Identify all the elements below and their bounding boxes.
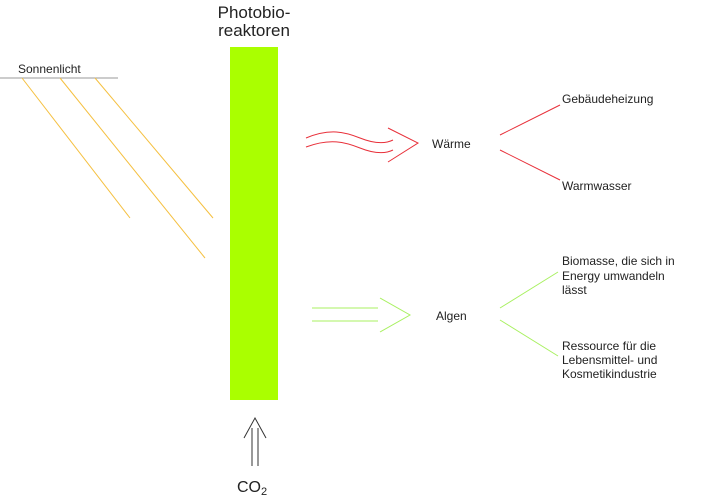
algae-output-resource-1: Ressource für die (562, 339, 656, 353)
reactor-title-1: Photobio- (218, 3, 291, 22)
algae-output-biomass-3: lässt (562, 283, 587, 297)
sun-rays (21, 77, 214, 259)
algae-output-biomass-2: Energy umwandeln (562, 269, 665, 283)
sun-ray (59, 77, 206, 259)
sun-ray (21, 77, 131, 219)
algae-output-resource-2: Lebensmittel- und (562, 353, 657, 367)
co2-arrow-icon (243, 416, 267, 466)
algae-output-resource-3: Kosmetikindustrie (562, 367, 657, 381)
sun-ray (94, 77, 214, 219)
heat-output-water: Warmwasser (562, 179, 632, 193)
algae-output-biomass-1: Biomasse, die sich in (562, 254, 675, 268)
heat-arrow-icon (305, 127, 420, 163)
sunlight-label: Sonnenlicht (18, 62, 81, 76)
heat-label: Wärme (432, 137, 471, 151)
algae-label: Algen (436, 309, 467, 323)
heat-branches (499, 104, 561, 181)
co2-label: CO2 (237, 479, 267, 497)
heat-output-heating: Gebäudeheizung (562, 92, 653, 106)
algae-branches (499, 271, 559, 357)
algae-arrow-icon (312, 297, 412, 333)
photobioreactor-bar (230, 47, 278, 400)
reactor-title-2: reaktoren (218, 21, 290, 40)
